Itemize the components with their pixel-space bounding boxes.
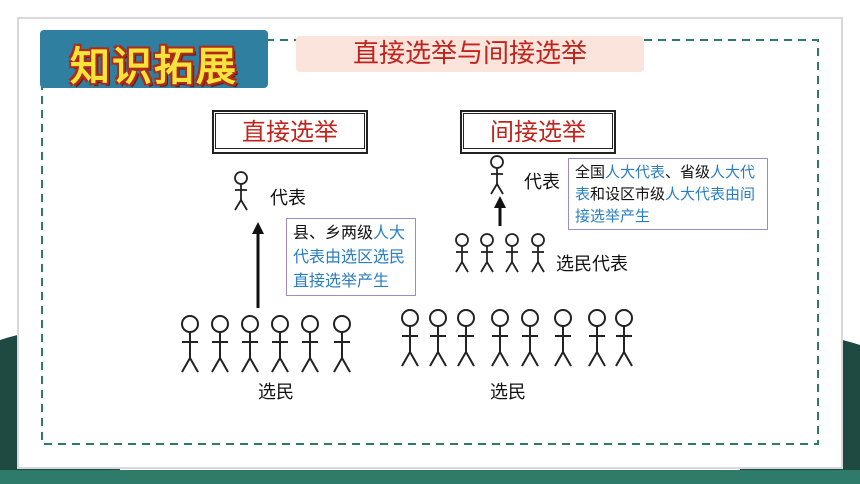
direct-election-label: 直接选举	[212, 110, 368, 154]
indirect-voters-label: 选民	[490, 382, 526, 403]
indirect-note-part1: 全国	[575, 163, 606, 181]
indirect-voters-icon	[401, 309, 633, 367]
direct-voters-icon	[181, 315, 351, 373]
indirect-note-part2: 人大代表	[605, 163, 666, 181]
direct-note-blue: 人大代表由选区选民直接选举产生	[293, 223, 406, 290]
direct-representative-label: 代表	[270, 188, 306, 209]
page-title-box: 直接选举与间接选举	[296, 36, 644, 72]
indirect-arrow-icon	[494, 196, 506, 226]
badge-text: 知识拓展	[70, 43, 238, 90]
section-badge: 知识拓展	[40, 30, 268, 90]
voter-representatives-label: 选民代表	[556, 254, 628, 275]
indirect-note-part6: 人大代表由间接选举产生	[575, 185, 756, 225]
indirect-representative-icon	[490, 155, 504, 195]
page-title: 直接选举与间接选举	[352, 39, 587, 69]
indirect-note-part3: 、省级	[665, 163, 711, 181]
direct-voters-label: 选民	[258, 382, 294, 403]
indirect-note: 全国人大代表、省级人大代表和设区市级人大代表由间接选举产生	[568, 158, 768, 230]
direct-note: 县、乡两级人大代表由选区选民直接选举产生	[286, 218, 416, 296]
voter-representatives-icon	[455, 233, 545, 273]
indirect-election-label-text: 间接选举	[463, 113, 613, 149]
indirect-election-label: 间接选举	[460, 110, 616, 154]
direct-representative-icon	[234, 171, 248, 211]
indirect-representative-label: 代表	[524, 172, 560, 193]
direct-arrow-icon	[252, 222, 264, 308]
direct-election-label-text: 直接选举	[215, 113, 365, 149]
indirect-note-part4: 人大代表	[575, 163, 756, 203]
indirect-note-part5: 和设区市级	[590, 185, 666, 203]
direct-note-black: 县、乡两级	[293, 223, 374, 242]
